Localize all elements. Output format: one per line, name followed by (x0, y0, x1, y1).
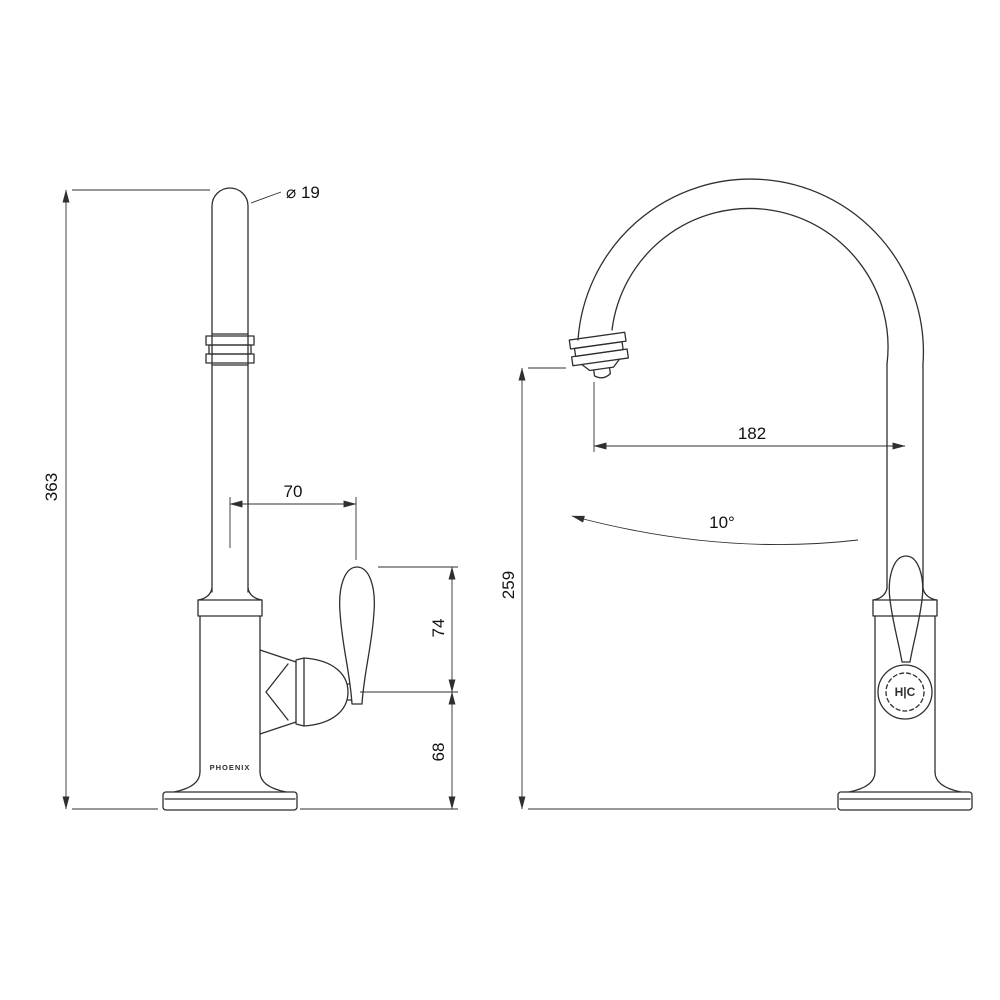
dimension-label: 10° (709, 513, 735, 532)
dimension-label: 70 (284, 482, 303, 501)
valve-ring (295, 657, 305, 727)
dimension-base-to-valve: 68 (300, 691, 458, 810)
valve-taper (259, 649, 297, 735)
dimension-spout-reach: 182 (593, 382, 906, 452)
dimension-spout-angle: 10° (571, 513, 859, 546)
aerator-ring (208, 344, 252, 355)
aerator-flange-top (205, 335, 255, 346)
hot-cold-label: H|C (895, 685, 916, 699)
valve-chevron (265, 663, 289, 721)
dimension-total-height: 363 (42, 189, 210, 810)
brand-label: PHOENIX (210, 763, 251, 772)
dimension-outlet-height: 259 (499, 367, 836, 810)
front-lever-handle (888, 555, 924, 663)
base-plate (162, 791, 298, 811)
dimension-handle-offset: 70 (229, 482, 357, 560)
gooseneck-inner-curve (611, 207, 889, 365)
dimension-label: 182 (738, 424, 766, 443)
front-base-plate (837, 791, 973, 811)
dimension-spout-diameter: ⌀ 19 (250, 183, 320, 204)
aerator-flange-bottom (205, 353, 255, 364)
angle-arc (571, 515, 859, 546)
valve-dome (303, 657, 349, 727)
outlet-taper (581, 358, 621, 372)
front-body-outline (874, 615, 936, 773)
spout-outlet (568, 331, 630, 379)
leader-line (250, 191, 282, 204)
base-flare (173, 771, 287, 793)
outlet-ring (573, 341, 624, 357)
lever-handle (339, 566, 375, 705)
outlet-nozzle (593, 367, 612, 379)
dimension-handle-height: 74 (360, 566, 458, 693)
body-outline (199, 615, 261, 773)
hot-cold-inner-ring (885, 672, 925, 712)
dimension-label: 68 (429, 743, 448, 762)
dimension-label: 74 (429, 619, 448, 638)
outlet-flange-bottom (570, 348, 630, 367)
dimension-label: ⌀ 19 (286, 183, 320, 202)
dimension-label: 259 (499, 571, 518, 599)
side-view: PHOENIX (162, 187, 375, 811)
riser-tube (886, 363, 924, 589)
gooseneck-outer-curve (577, 178, 925, 365)
spout-tube-outline (211, 187, 249, 593)
front-swivel-collar (872, 587, 938, 601)
front-view: H|C (568, 178, 973, 811)
swivel-collar (197, 587, 263, 601)
front-collar-ring (872, 599, 938, 617)
front-base-flare (848, 771, 962, 793)
dimension-label: 363 (42, 473, 61, 501)
collar-ring (197, 599, 263, 617)
